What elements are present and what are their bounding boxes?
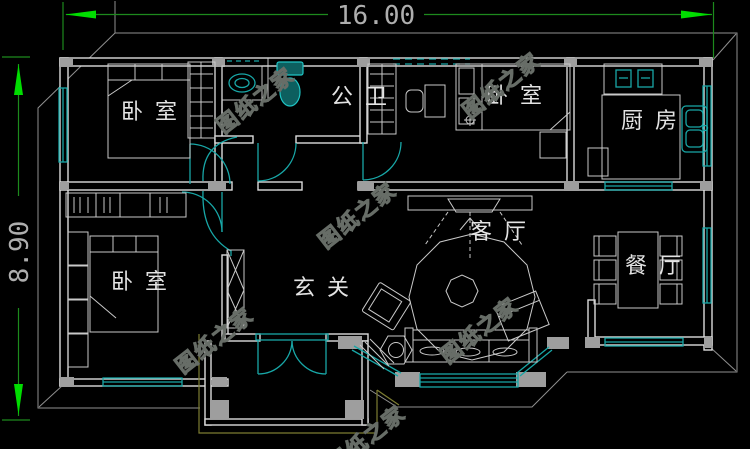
window-kitchen-bottom — [604, 181, 673, 191]
label-kitchen: 厨房 — [621, 109, 689, 134]
bedroom3-furniture — [67, 231, 159, 368]
door-bedroom2 — [362, 141, 402, 181]
dim-arrow-right — [681, 10, 712, 19]
dim-arrow-down — [14, 384, 23, 415]
dining-room-furniture — [593, 231, 683, 309]
dim-arrow-up — [14, 64, 23, 95]
door-bedroom1 — [189, 143, 231, 185]
label-foyer: 玄关 — [293, 276, 361, 301]
dimension-width: 16.00 — [62, 1, 715, 58]
window-bedroom3-bottom — [102, 377, 183, 387]
door-bedroom3 — [181, 191, 223, 233]
window-dining-right — [702, 227, 712, 304]
dimension-height: 8.90 — [2, 56, 35, 421]
window-bedroom1-left — [58, 87, 68, 163]
bathroom-fixtures — [221, 58, 304, 107]
windows — [58, 58, 712, 388]
foyer-arched-opening — [202, 136, 238, 256]
room-labels: 卧室 公卫 卧室 厨房 卧室 玄关 客厅 餐厅 — [111, 84, 693, 301]
label-bedroom-top-left: 卧室 — [121, 100, 189, 125]
bay-window-living — [351, 345, 553, 388]
kitchen-furniture — [587, 63, 709, 180]
dim-width-text: 16.00 — [337, 1, 415, 31]
foyer-shoe-cabinet — [226, 249, 245, 329]
living-room-furniture — [359, 195, 550, 370]
furniture — [65, 58, 709, 370]
label-dining-room: 餐厅 — [625, 254, 693, 279]
dim-height-text: 8.90 — [5, 221, 35, 284]
label-living-room: 客厅 — [470, 220, 538, 245]
window-dining-bottom — [604, 337, 684, 347]
roof-outline — [37, 1, 738, 409]
label-bedroom-top-right: 卧室 — [486, 84, 554, 109]
door-bathroom — [257, 142, 297, 182]
bedroom1-furniture — [107, 61, 216, 159]
bedroom2-furniture — [367, 63, 571, 159]
corridor-cabinet — [65, 192, 187, 218]
label-bedroom-bottom-left: 卧室 — [111, 270, 179, 295]
entry-double-door — [255, 333, 329, 375]
dim-arrow-left — [65, 10, 96, 19]
label-bathroom: 公卫 — [331, 85, 399, 110]
doors — [181, 136, 402, 375]
porch-steps — [198, 334, 400, 434]
